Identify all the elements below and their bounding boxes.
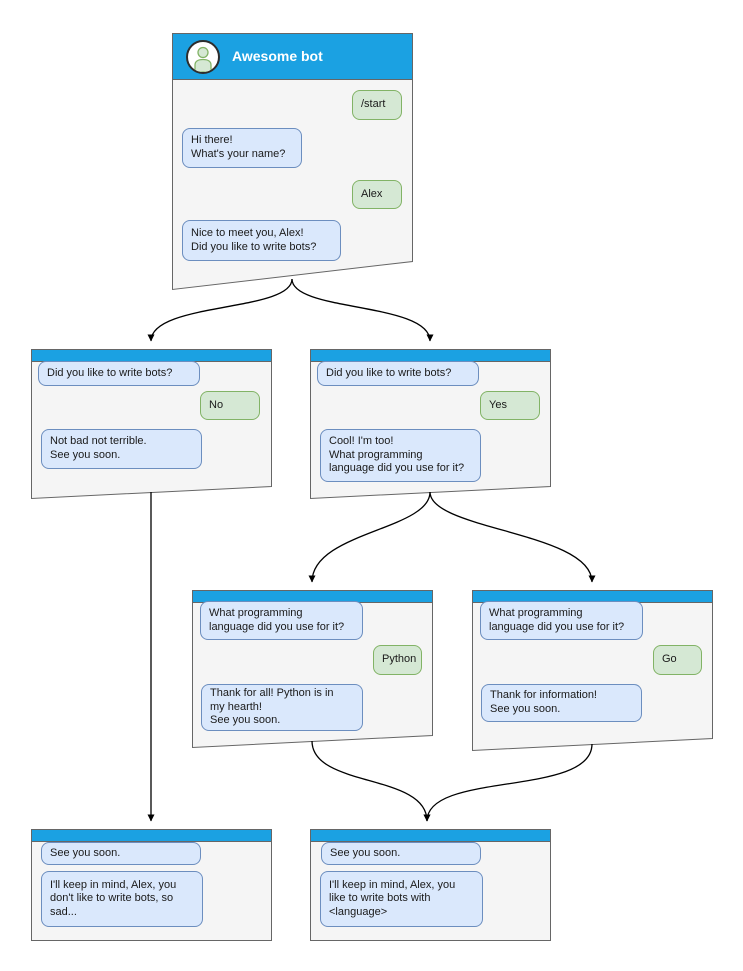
- chat-bubble-user: Go: [653, 645, 702, 675]
- chat-bubble-bot: Hi there! What's your name?: [182, 128, 302, 168]
- avatar: [186, 40, 220, 74]
- window-branch-yes-header: [310, 349, 551, 362]
- person-icon: [194, 46, 212, 72]
- window-branch-no-header: [31, 349, 272, 362]
- chat-bubble-bot: Did you like to write bots?: [317, 361, 479, 386]
- chat-bubble-bot: I'll keep in mind, Alex, you don't like …: [41, 871, 203, 927]
- arrow-go-to-end: [423, 743, 593, 822]
- chat-bubble-bot: I'll keep in mind, Alex, you like to wri…: [320, 871, 483, 927]
- window-end-language-header: [310, 829, 551, 842]
- chat-bubble-bot: See you soon.: [321, 842, 481, 865]
- arrow-main-to-no: [147, 278, 293, 342]
- chat-bubble-user: /start: [352, 90, 402, 120]
- arrow-main-to-yes: [291, 278, 434, 342]
- chat-bubble-bot: Did you like to write bots?: [38, 361, 200, 386]
- chat-bubble-user: Alex: [352, 180, 402, 209]
- chat-bubble-bot: Thank for all! Python is in my hearth! S…: [201, 684, 363, 731]
- chat-bubble-user: Python: [373, 645, 422, 675]
- chat-bubble-bot: Nice to meet you, Alex! Did you like to …: [182, 220, 341, 261]
- chat-bubble-user: No: [200, 391, 260, 420]
- arrow-yes-to-python: [308, 491, 431, 583]
- chat-bubble-bot: What programming language did you use fo…: [480, 601, 643, 640]
- arrow-python-to-end: [311, 740, 431, 822]
- chat-bubble-bot: Thank for information! See you soon.: [481, 684, 642, 722]
- chat-bubble-bot: Cool! I'm too! What programming language…: [320, 429, 481, 482]
- arrow-yes-to-go: [429, 491, 596, 583]
- window-end-no-header: [31, 829, 272, 842]
- chat-bubble-bot: What programming language did you use fo…: [200, 601, 363, 640]
- chat-bubble-bot: See you soon.: [41, 842, 201, 865]
- chat-bubble-user: Yes: [480, 391, 540, 420]
- bot-window-title: Awesome bot: [232, 48, 323, 64]
- chat-bubble-bot: Not bad not terrible. See you soon.: [41, 429, 202, 469]
